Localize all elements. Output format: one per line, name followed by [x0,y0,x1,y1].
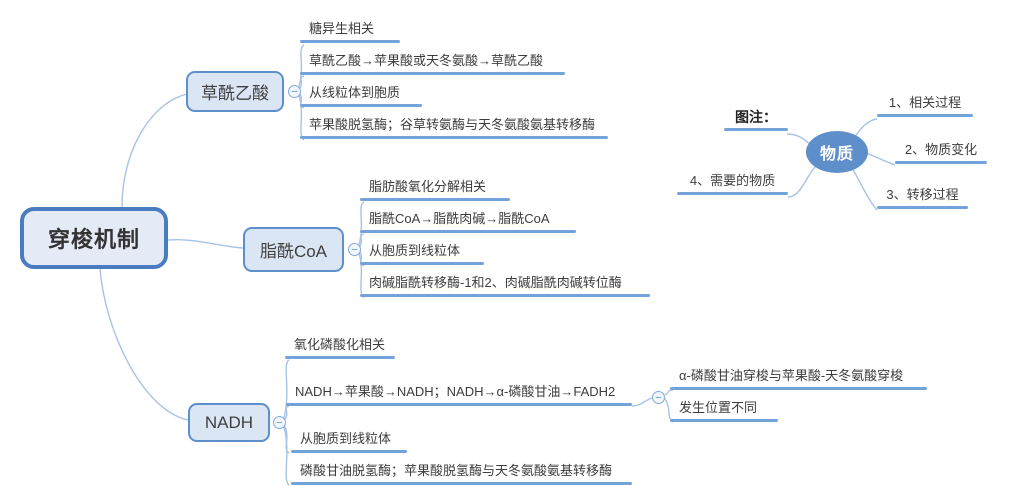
collapse-toggle-oxaloacetate[interactable]: − [288,85,301,98]
connector-legend-item1 [853,118,878,139]
legend-item-substance-change[interactable]: 2、物质变化 [895,142,987,164]
subtopic-location-difference[interactable]: 发生位置不同 [670,400,778,422]
subtopic-nadh-enzymes[interactable]: 磷酸甘油脱氢酶；苹果酸脱氢酶与天冬氨酸氨基转移酶 [291,463,632,485]
subtopic-fatty-acid-oxidation[interactable]: 脂肪酸氧化分解相关 [360,179,510,201]
collapse-toggle-nadh-shuttles[interactable]: − [652,391,665,404]
topic-nadh[interactable]: NADH [188,403,270,442]
subtopic-mito-to-cytosol[interactable]: 从线粒体到胞质 [300,85,422,107]
legend-item-required-substance[interactable]: 4、需要的物质 [677,173,788,195]
subtopic-nadh-conversion[interactable]: NADH→苹果酸→NADH；NADH→α-磷酸甘油→FADH2 [286,384,632,406]
legend-item-related-process[interactable]: 1、相关过程 [877,95,973,117]
connector-root-acylcoa [167,238,244,249]
connector-legend-item3 [851,167,878,211]
collapse-toggle-acyl-coa[interactable]: − [348,243,361,256]
subtopic-cytosol-to-mito-acylcoa[interactable]: 从胞质到线粒体 [360,243,484,265]
connector-b3-c4 [283,426,290,486]
root-topic[interactable]: 穿梭机制 [20,207,168,269]
connector-b2-c1 [358,201,365,246]
subtopic-gluconeogenesis[interactable]: 糖异生相关 [300,21,400,43]
legend-title[interactable]: 图注： [724,109,788,131]
subtopic-two-shuttles[interactable]: α-磷酸甘油穿梭与苹果酸-天冬氨酸穿梭 [670,368,927,390]
minus-icon: − [351,243,358,256]
minus-icon: − [655,391,662,404]
connector-b3-g1 [664,389,674,396]
subtopic-oxaloacetate-enzymes[interactable]: 苹果酸脱氢酶；谷草转氨酶与天冬氨酸氨基转移酶 [300,117,608,139]
connector-b1-c1 [298,44,305,88]
topic-oxaloacetate[interactable]: 草酰乙酸 [186,71,284,112]
minus-icon: − [291,85,298,98]
collapse-toggle-nadh[interactable]: − [273,416,286,429]
connector-b3c2-toggle [631,397,653,407]
legend-center-topic[interactable]: 物质 [806,131,868,173]
subtopic-carnitine-enzymes[interactable]: 肉碱脂酰转移酶-1和2、肉碱脂酰肉碱转位酶 [360,275,650,297]
legend-item-transfer-process[interactable]: 3、转移过程 [877,187,968,209]
connector-root-oxaloacetate [121,93,188,208]
connector-root-nadh [99,268,189,421]
minus-icon: − [276,416,283,429]
subtopic-oxaloacetate-conversion[interactable]: 草酰乙酸→苹果酸或天冬氨酸→草酰乙酸 [300,53,565,75]
connector-legend-item4 [787,165,817,198]
subtopic-cytosol-to-mito-nadh[interactable]: 从胞质到线粒体 [291,431,407,453]
subtopic-oxidative-phosphorylation[interactable]: 氧化磷酸化相关 [285,337,395,359]
topic-acyl-coa[interactable]: 脂酰CoA [243,227,344,272]
connector-legend-item2 [863,151,896,166]
subtopic-acylcoa-conversion[interactable]: 脂酰CoA→脂酰肉碱→脂酰CoA [360,211,576,233]
connector-b3-c1 [283,359,290,419]
connector-b3-c2 [283,405,290,421]
